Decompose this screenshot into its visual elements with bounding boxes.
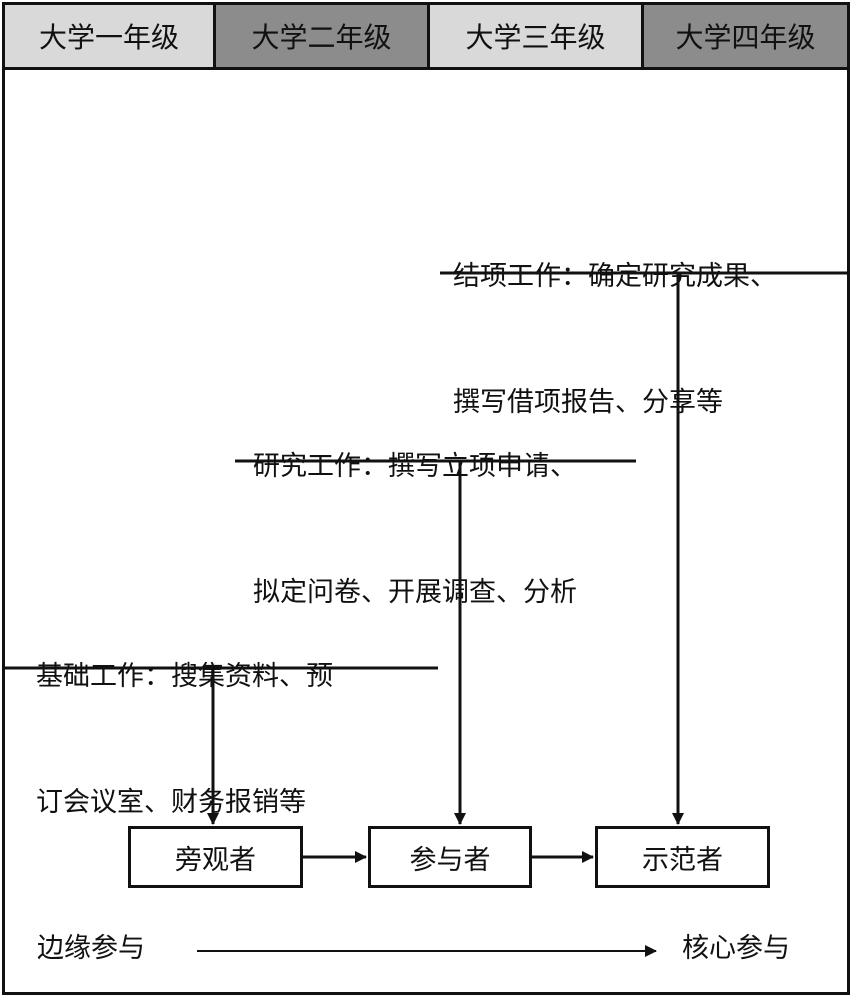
task-research: 研究工作：撰写立项申请、 拟定问卷、开展调查、分析 <box>253 362 577 656</box>
role-observer: 旁观者 <box>128 826 303 888</box>
axis-start-label: 边缘参与 <box>37 933 145 964</box>
axis-end-label: 核心参与 <box>682 933 790 964</box>
tab-year-4[interactable]: 大学四年级 <box>641 2 850 70</box>
role-exemplar: 示范者 <box>595 826 770 888</box>
task-final-line-1: 结项工作：确定研究成果、 <box>453 261 777 292</box>
tab-year-3[interactable]: 大学三年级 <box>427 2 644 70</box>
role-participant: 参与者 <box>368 826 532 888</box>
header-rule <box>2 67 850 70</box>
task-basic-line-1: 基础工作：搜集资料、预 <box>36 661 333 692</box>
task-basic-line-2: 订会议室、财务报销等 <box>36 787 306 818</box>
task-research-line-1: 研究工作：撰写立项申请、 <box>253 451 577 482</box>
task-research-line-2: 拟定问卷、开展调查、分析 <box>253 577 577 608</box>
task-basic: 基础工作：搜集资料、预 订会议室、财务报销等 <box>36 572 333 866</box>
